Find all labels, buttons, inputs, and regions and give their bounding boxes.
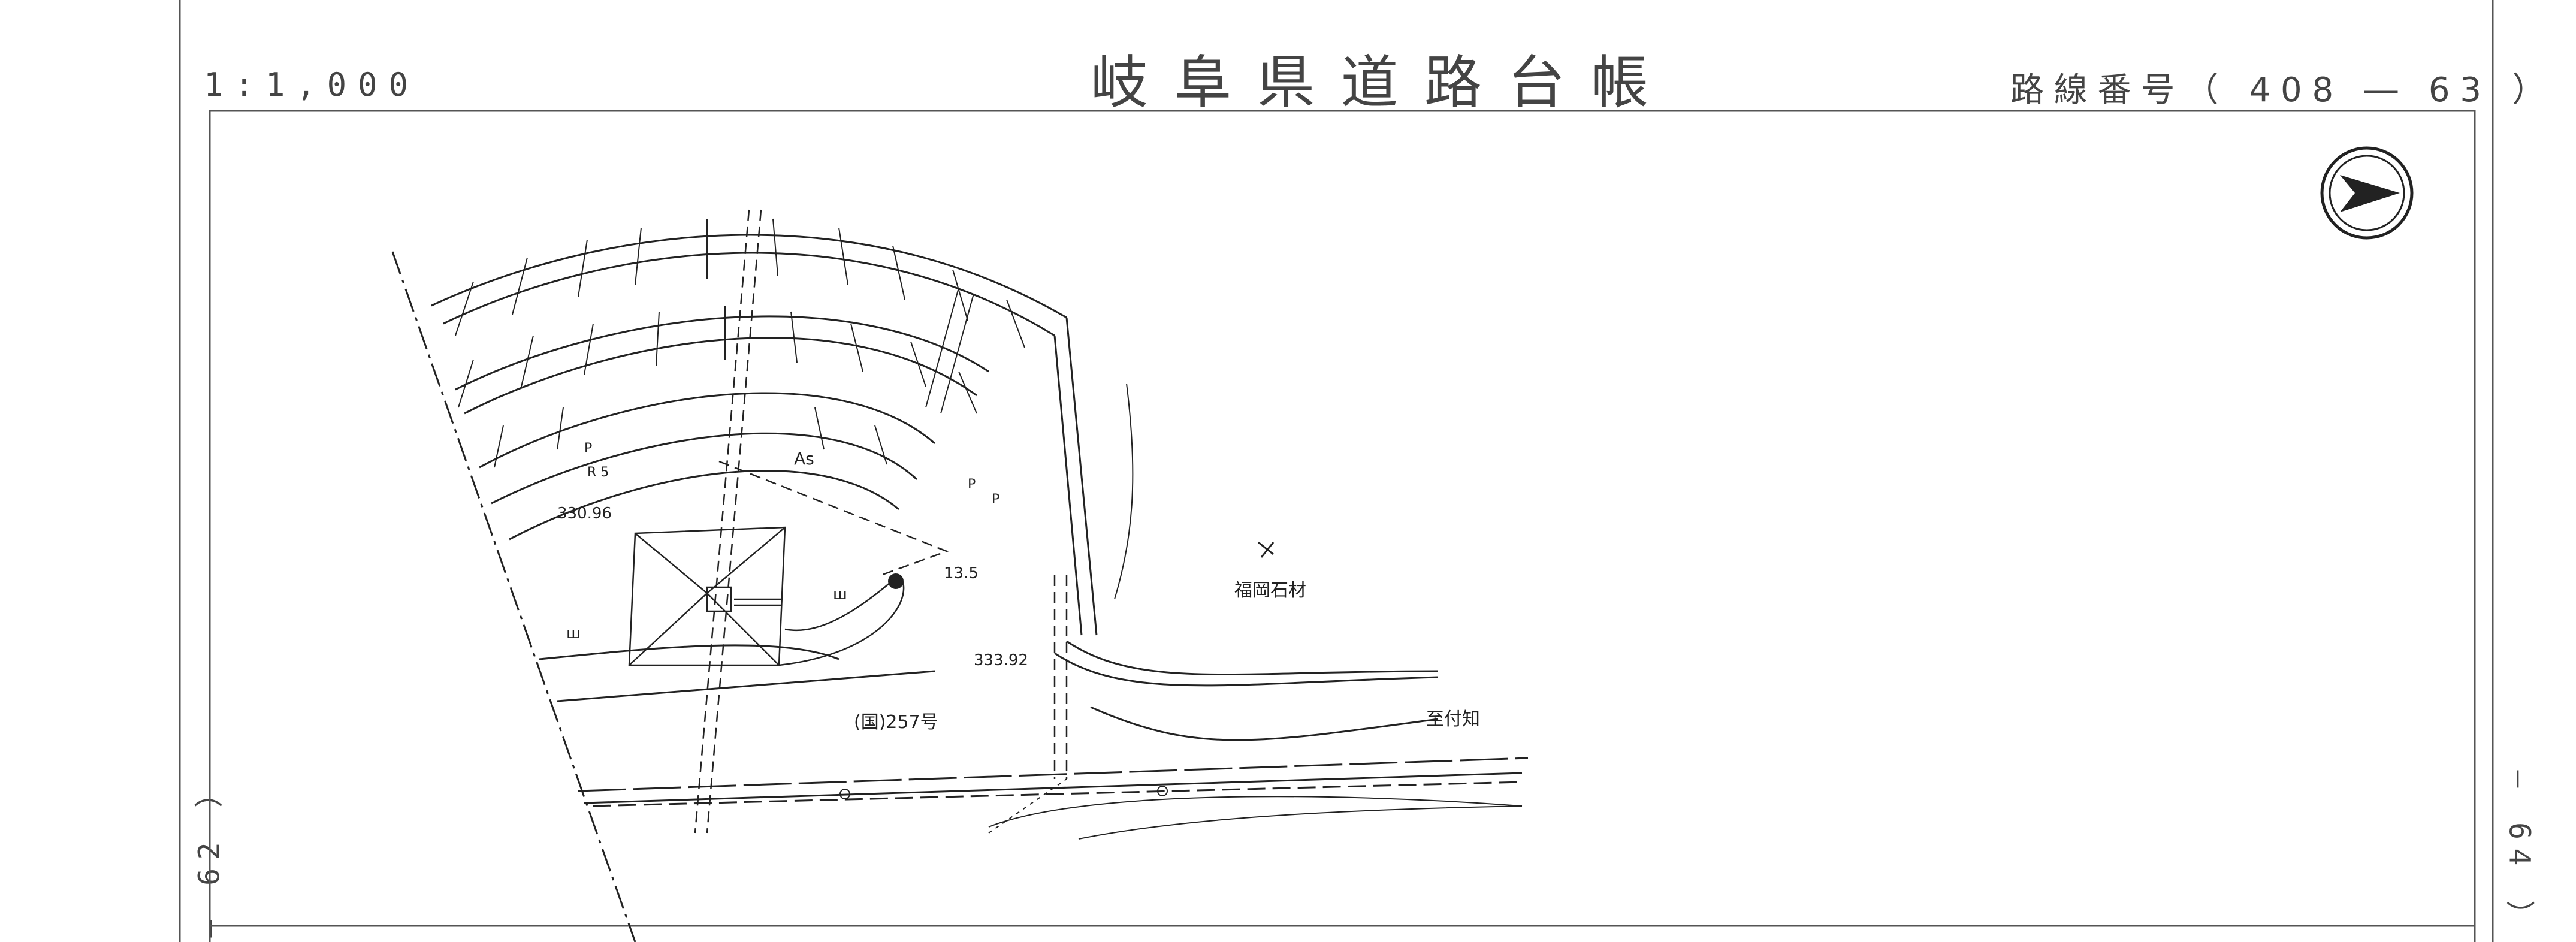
island-structure <box>628 526 905 666</box>
mountain-symbol: ш <box>833 585 847 603</box>
page-title: 岐阜県道路台帳 <box>1091 49 1675 116</box>
map-frame <box>179 0 2494 942</box>
road-name-label: (国)257号 <box>854 712 938 733</box>
radius-label: R 5 <box>587 465 609 480</box>
direction-label: 至付知 <box>1426 709 1480 730</box>
utility-lines <box>694 209 1068 834</box>
mountain-symbol: ш <box>566 624 581 642</box>
quarry-icon <box>1258 541 1275 558</box>
north-arrow-icon <box>2320 146 2414 240</box>
boundary-line <box>391 251 636 942</box>
width-label: 13.5 <box>944 564 979 582</box>
pole-label: P <box>992 492 999 507</box>
map-scale: 1:1,000 <box>204 66 419 104</box>
pole-label: P <box>968 477 976 492</box>
elevation-label: 330.96 <box>557 505 612 523</box>
asphalt-label: As <box>794 449 814 469</box>
slope-hatching <box>455 218 1025 468</box>
utility-pole-icon <box>839 573 1168 799</box>
pole-label: P <box>584 441 592 456</box>
quarry-label: 福岡石材 <box>1234 580 1306 601</box>
slope-bands <box>431 234 1098 636</box>
elevation-label: 333.92 <box>974 651 1028 669</box>
terrain-lines <box>988 383 1523 840</box>
route-number: 路線番号（ 408 ― 63 ） <box>2010 71 2556 110</box>
